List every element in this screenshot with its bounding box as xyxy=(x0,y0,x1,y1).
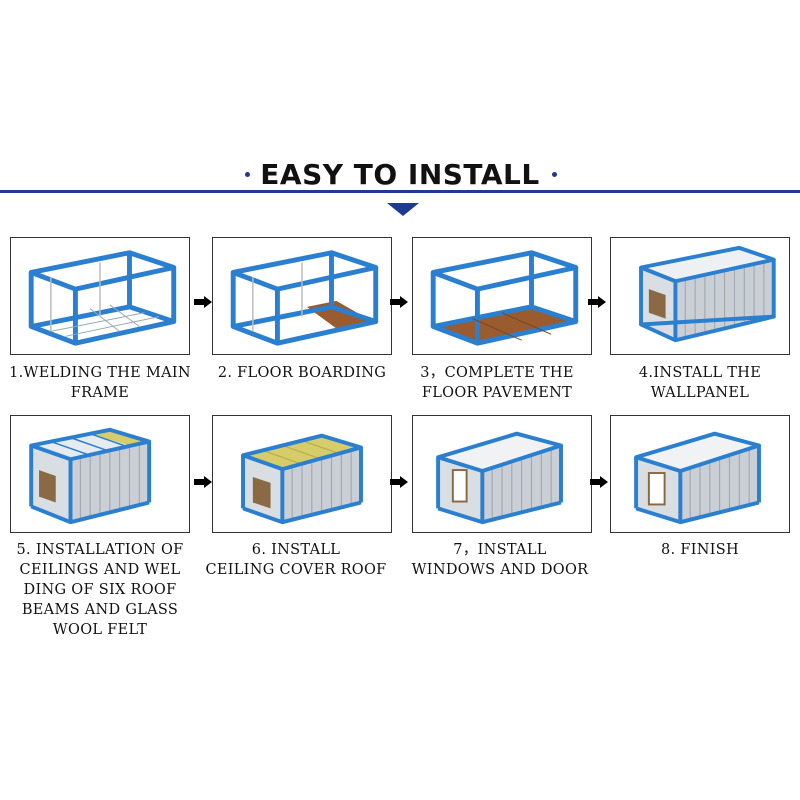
step-5-caption: 5. INSTALLATION OF CEILINGS AND WEL DING… xyxy=(16,542,184,638)
cover-roof-icon xyxy=(241,433,363,525)
header-divider xyxy=(0,190,800,193)
arrow-right-icon xyxy=(194,476,212,488)
step-1-image xyxy=(10,237,190,355)
step-5-image xyxy=(10,415,190,533)
ceiling-beams-icon xyxy=(29,427,152,525)
wallpanel-icon xyxy=(639,245,776,343)
arrow-right-icon xyxy=(588,296,606,308)
arrow-right-icon xyxy=(590,476,608,488)
header: EASY TO INSTALL xyxy=(0,150,800,220)
step-4-caption: 4.INSTALL THE WALLPANEL xyxy=(638,365,762,401)
step-3-image xyxy=(412,237,592,355)
step-8-caption: 8. FINISH xyxy=(661,542,739,558)
step-1-caption: 1.WELDING THE MAIN FRAME xyxy=(9,365,191,401)
step-2-caption: 2. FLOOR BOARDING xyxy=(217,365,387,381)
step-7-caption: 7，INSTALL WINDOWS AND DOOR xyxy=(411,542,589,578)
step-6-caption: 6. INSTALL CEILING COVER ROOF xyxy=(205,542,387,578)
step-3-caption: 3，COMPLETE THE FLOOR PAVEMENT xyxy=(420,365,574,401)
header-dot-left xyxy=(245,172,250,177)
step-2-image xyxy=(212,237,392,355)
step-8-image xyxy=(610,415,790,533)
page-title: EASY TO INSTALL xyxy=(260,158,540,191)
arrow-right-icon xyxy=(390,476,408,488)
windows-door-icon xyxy=(436,431,563,525)
step-7-image xyxy=(412,415,592,533)
arrow-right-icon xyxy=(194,296,212,308)
container-frame-icon xyxy=(28,250,177,346)
floor-pavement-icon xyxy=(430,250,579,346)
header-pointer-icon xyxy=(387,203,419,216)
step-4-image xyxy=(610,237,790,355)
finished-container-icon xyxy=(634,431,761,525)
arrow-right-icon xyxy=(390,296,408,308)
header-dot-right xyxy=(552,172,557,177)
floor-boarding-icon xyxy=(230,250,379,346)
step-6-image xyxy=(212,415,392,533)
